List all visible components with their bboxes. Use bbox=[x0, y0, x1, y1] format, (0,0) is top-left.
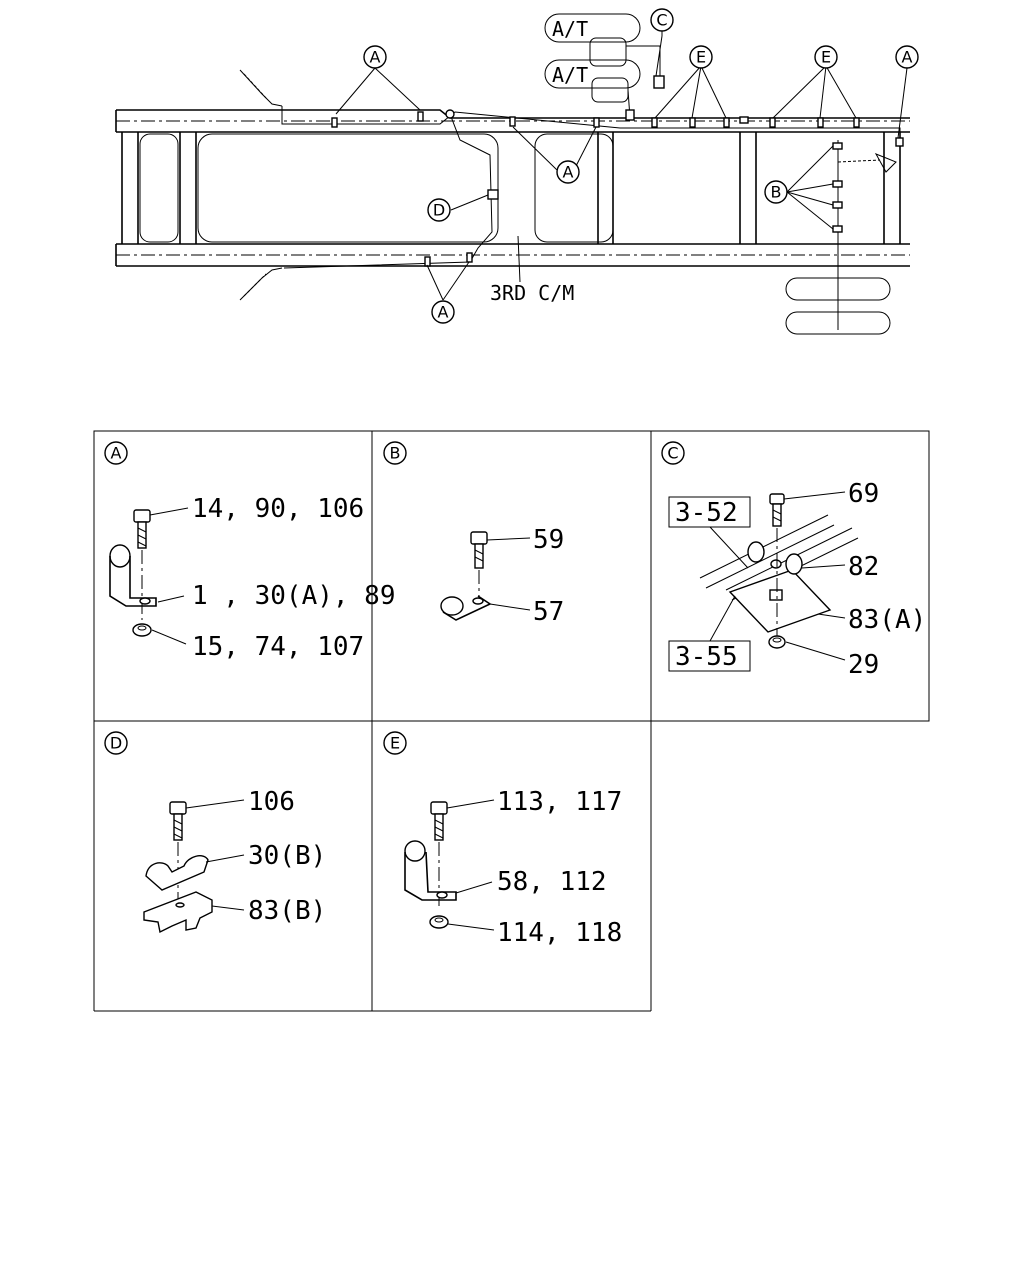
panel-b-clip bbox=[440, 595, 492, 621]
callout-a-top: A bbox=[363, 45, 387, 69]
rear-tire-1 bbox=[785, 277, 891, 301]
panel-d: D 106 30(B) 83(B) bbox=[104, 731, 326, 934]
panel-a-letter: A bbox=[111, 444, 122, 463]
at-module-2: A/T bbox=[544, 59, 641, 121]
panel-c-clip-label: 82 bbox=[848, 552, 879, 582]
panel-e-clip bbox=[404, 840, 457, 901]
panel-a-bolt-label: 14, 90, 106 bbox=[192, 494, 364, 524]
rear-tire-2 bbox=[785, 311, 891, 335]
panel-d-clip-label: 30(B) bbox=[248, 841, 326, 871]
callout-a-rear: A bbox=[895, 45, 919, 69]
svg-text:D: D bbox=[433, 201, 445, 220]
panel-a-clip bbox=[109, 544, 157, 607]
panel-c-clip bbox=[747, 541, 803, 575]
panel-d-bracket bbox=[143, 891, 213, 934]
panel-e-bolt-label: 113, 117 bbox=[497, 787, 622, 817]
panel-c-nut bbox=[768, 635, 786, 649]
panel-e: E 113, 117 58, 112 114, 118 bbox=[383, 731, 622, 948]
callout-e-1: E bbox=[689, 45, 713, 69]
at-label-1: A/T bbox=[552, 17, 588, 41]
panel-c-ref-bottom: 3-55 bbox=[675, 642, 738, 672]
panel-e-clip-label: 58, 112 bbox=[497, 867, 607, 897]
callout-d: D bbox=[427, 198, 451, 222]
panel-c-letter: C bbox=[667, 444, 678, 463]
callout-e-2: E bbox=[814, 45, 838, 69]
panel-d-bolt bbox=[169, 801, 187, 841]
clip-markers bbox=[331, 109, 904, 267]
panel-e-nut bbox=[429, 915, 449, 929]
chassis-overview: A/T A/T bbox=[115, 8, 919, 335]
panel-d-bolt-label: 106 bbox=[248, 787, 295, 817]
callout-b: B bbox=[764, 180, 788, 204]
panel-a-nut bbox=[132, 623, 152, 637]
callout-a-mid: A bbox=[556, 160, 580, 184]
panel-c: C 3-52 3-55 bbox=[661, 441, 926, 680]
panel-c-ref-top: 3-52 bbox=[675, 498, 738, 528]
callout-a-bottom: A bbox=[431, 300, 455, 324]
panel-c-nut-label: 29 bbox=[848, 650, 879, 680]
svg-text:E: E bbox=[696, 48, 706, 67]
panel-d-clip bbox=[145, 855, 209, 891]
svg-text:A: A bbox=[370, 48, 381, 67]
at-label-2: A/T bbox=[552, 63, 588, 87]
panel-b-letter: B bbox=[390, 444, 401, 463]
panel-c-bolt bbox=[769, 493, 785, 527]
panel-e-nut-label: 114, 118 bbox=[497, 918, 622, 948]
panel-a: A 14, 90, 106 1 , 30(A), 89 15, 74, 107 bbox=[104, 441, 396, 662]
panel-e-letter: E bbox=[390, 734, 400, 753]
svg-text:A: A bbox=[563, 163, 574, 182]
panel-c-plate-label: 83(A) bbox=[848, 605, 926, 635]
svg-text:C: C bbox=[656, 11, 667, 30]
panel-a-clip-label: 1 , 30(A), 89 bbox=[192, 581, 396, 611]
panel-c-bolt-label: 69 bbox=[848, 479, 879, 509]
panel-b: B 59 57 bbox=[383, 441, 564, 627]
svg-text:E: E bbox=[821, 48, 831, 67]
panel-b-bolt bbox=[470, 531, 488, 569]
svg-text:B: B bbox=[771, 183, 782, 202]
panel-b-clip-label: 57 bbox=[533, 597, 564, 627]
callout-c: C bbox=[650, 8, 674, 32]
svg-text:A: A bbox=[902, 48, 913, 67]
detail-grid bbox=[93, 430, 930, 1012]
panel-a-nut-label: 15, 74, 107 bbox=[192, 632, 364, 662]
svg-text:A: A bbox=[438, 303, 449, 322]
panel-b-bolt-label: 59 bbox=[533, 525, 564, 555]
panel-d-bracket-label: 83(B) bbox=[248, 896, 326, 926]
panel-d-letter: D bbox=[110, 734, 122, 753]
panel-e-bolt bbox=[430, 801, 448, 841]
crossmember-label: 3RD C/M bbox=[490, 281, 574, 305]
panel-a-bolt bbox=[133, 509, 151, 549]
